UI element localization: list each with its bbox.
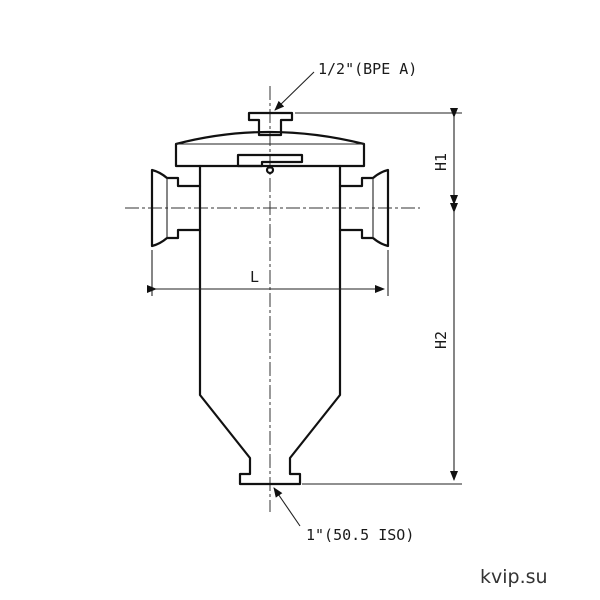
dimension-l: [147, 250, 389, 296]
top-port-leader: [274, 71, 315, 111]
lid: [174, 130, 366, 175]
watermark: kvip.su: [480, 566, 548, 588]
right-outlet: [338, 168, 390, 248]
top-port: [247, 111, 294, 137]
h2-label: H2: [432, 331, 450, 349]
top-port-label: 1/2"(BPE A): [318, 60, 417, 78]
bottom-port-leader: [273, 487, 301, 527]
vessel-body: [198, 164, 342, 486]
width-label: L: [250, 268, 259, 286]
bottom-port-label: 1"(50.5 ISO): [306, 526, 414, 544]
left-inlet: [150, 168, 202, 248]
h1-label: H1: [432, 153, 450, 171]
